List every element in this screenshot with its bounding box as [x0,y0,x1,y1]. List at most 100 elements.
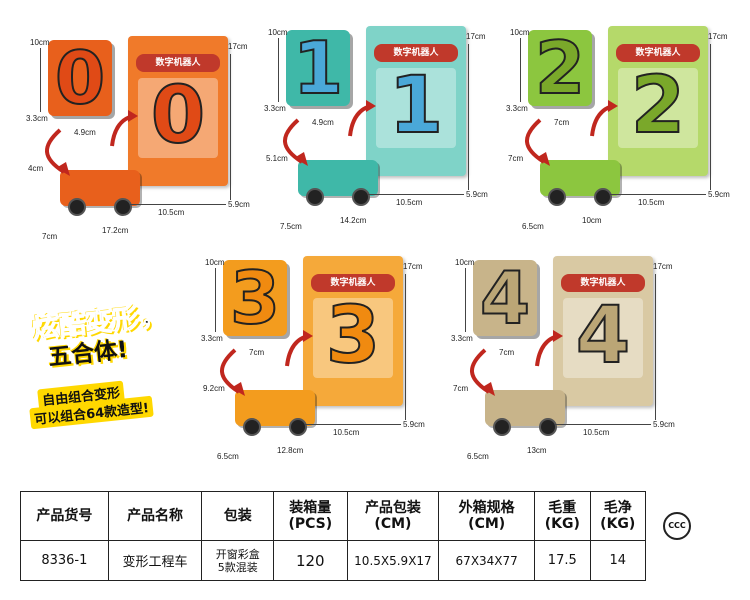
dimension-line [40,48,41,112]
value-cell: 8336-1 [20,540,109,581]
value-cell: 67X34X77 [438,540,536,581]
dim-label: 5.9cm [403,420,425,429]
dim-label: 3.3cm [26,114,48,123]
dim-label: 10cm [30,38,50,47]
dim-label: 7cm [453,384,469,393]
dim-label: 5.9cm [653,420,675,429]
transform-arrow-icon [470,348,495,396]
package-box: 数字机器人 2 [608,26,708,176]
package-box: 数字机器人 3 [303,256,403,406]
dim-label: 17cm [228,42,248,51]
dimension-line [305,424,401,425]
box-window [138,78,218,158]
dimension-line [520,38,521,102]
dim-label: 10cm [205,258,225,267]
product-set-0: 0 数字机器人 0 10cm 3.3cm 4.9cm 17cm 10.5cm 5… [26,30,260,250]
dim-label: 6.5cm [467,452,489,461]
transform-arrow-icon [45,128,70,176]
package-box: 数字机器人 0 [128,36,228,186]
digit-block: 3 [223,259,287,337]
dimension-line [368,194,464,195]
spec-table-header-row: 产品货号 产品名称 包装 装箱量(PCS) 产品包装(CM) 外箱规格(CM) … [20,491,646,541]
ccc-certification-icon: CCC [663,512,691,540]
dim-label: 7.5cm [280,222,302,231]
wheel-icon [114,198,132,216]
digit-block: 2 [528,29,592,107]
value-cell: 120 [273,540,348,581]
dim-label: 7cm [554,118,570,127]
wheel-icon [352,188,370,206]
digit-block: 0 [48,39,112,117]
package-box: 数字机器人 1 [366,26,466,176]
wheel-icon [594,188,612,206]
box-digit: 3 [325,291,381,381]
product-set-4: 4 数字机器人 4 10cm 3.3cm 7cm 17cm 10.5cm 5.9… [451,250,685,470]
box-title: 数字机器人 [311,274,395,292]
wheel-icon [243,418,261,436]
dim-label: 5.9cm [708,190,730,199]
dim-label: 6.5cm [217,452,239,461]
dim-label: 7cm [42,232,58,241]
transform-arrow-icon [285,330,313,367]
box-digit: 4 [575,291,631,381]
dim-label: 17cm [466,32,486,41]
header-cell: 产品名称 [107,491,203,541]
transform-arrow-icon [348,100,376,137]
dim-label: 7cm [499,348,515,357]
transform-arrow-icon [220,348,245,396]
slogan-line-2: 五合体! [47,336,129,372]
dim-label: 12.8cm [277,446,304,455]
dimension-line [230,54,231,200]
dim-label: 10.5cm [396,198,423,207]
header-cell: 产品包装(CM) [346,491,440,541]
wheel-icon [548,188,566,206]
dim-label: 17.2cm [102,226,129,235]
product-set-3: 3 数字机器人 3 10cm 3.3cm 7cm 17cm 10.5cm 5.9… [201,250,435,470]
value-cell: 14 [589,540,646,581]
dim-label: 10cm [582,216,602,225]
box-window [563,298,643,378]
transform-arrow-icon [525,118,550,166]
header-cell: 装箱量(PCS) [273,491,348,541]
header-cell: 毛净(KG) [589,491,646,541]
box-window [313,298,393,378]
dim-label: 4cm [28,164,44,173]
dimension-line [610,194,706,195]
dim-label: 10.5cm [333,428,360,437]
box-title: 数字机器人 [374,44,458,62]
dimension-line [465,268,466,332]
box-window [618,68,698,148]
product-set-1: 1 数字机器人 1 10cm 3.3cm 4.9cm 17cm 10.5cm 5… [264,20,498,240]
dim-label: 3.3cm [201,334,223,343]
dim-label: 3.3cm [264,104,286,113]
dimension-line [710,44,711,190]
dimension-line [468,44,469,190]
dim-label: 10.5cm [158,208,185,217]
spec-table: 产品货号 产品名称 包装 装箱量(PCS) 产品包装(CM) 外箱规格(CM) … [20,491,646,581]
box-title: 数字机器人 [616,44,700,62]
dimension-line [405,274,406,420]
dim-label: 17cm [653,262,673,271]
transform-arrow-icon [283,118,308,166]
box-digit: 2 [630,61,686,151]
value-cell: 10.5X5.9X17 [346,540,440,581]
dim-label: 6.5cm [522,222,544,231]
dimension-line [215,268,216,332]
dim-label: 10cm [268,28,288,37]
dim-label: 5.1cm [266,154,288,163]
transform-arrow-icon [590,100,618,137]
dimension-line [555,424,651,425]
transform-arrow-icon [535,330,563,367]
dim-label: 17cm [403,262,423,271]
dim-label: 9.2cm [203,384,225,393]
dim-label: 10.5cm [638,198,665,207]
dim-label: 4.9cm [74,128,96,137]
dimension-line [655,274,656,420]
dim-label: 13cm [527,446,547,455]
value-cell: 变形工程车 [107,540,203,581]
wheel-icon [539,418,557,436]
wheel-icon [306,188,324,206]
header-cell: 毛重(KG) [534,491,591,541]
